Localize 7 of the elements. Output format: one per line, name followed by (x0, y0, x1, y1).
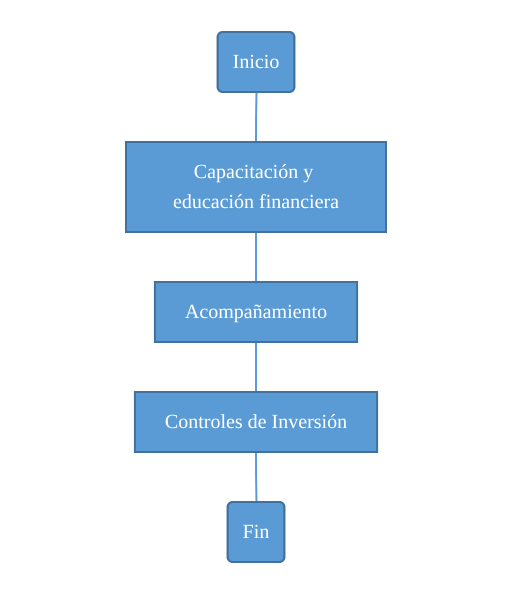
connector (254, 452, 257, 503)
node-box: Acompañamiento (153, 281, 358, 343)
node-box: Capacitación y educación financiera (124, 141, 386, 233)
connector (254, 92, 257, 142)
connector (254, 342, 256, 392)
node-box: Controles de Inversión (133, 391, 378, 453)
connector (254, 232, 256, 282)
